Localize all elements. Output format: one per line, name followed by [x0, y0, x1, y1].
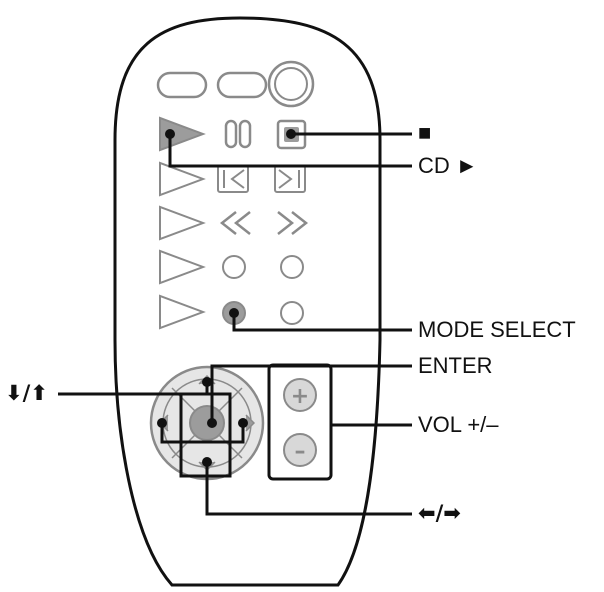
- label-stop: ■: [418, 120, 432, 145]
- play-button-2: [159, 161, 206, 197]
- label-down-up: ⬇/⬆: [5, 381, 48, 405]
- vol-minus-glyph: –: [295, 439, 306, 464]
- callout-mode-select: [232, 313, 412, 332]
- label-left-right: ⬅/➡: [418, 501, 461, 525]
- label-vol: VOL +/–: [418, 412, 499, 437]
- callout-left-right: [160, 423, 412, 516]
- power-button-inner: [274, 67, 308, 101]
- vol-plus-button: [283, 378, 317, 412]
- fast-forward-icon: [277, 211, 309, 235]
- dpad-right: [245, 414, 256, 432]
- label-cd-play: CD ►: [418, 153, 478, 178]
- pause-button-bar-1: [224, 119, 238, 149]
- round-button-3: [280, 301, 304, 325]
- play-button-4: [159, 249, 206, 285]
- round-button-2: [280, 255, 304, 279]
- vol-minus-button: [283, 433, 317, 467]
- power-button: [267, 60, 315, 108]
- round-button-1: [222, 255, 246, 279]
- top-oval-button-2: [216, 71, 268, 99]
- remote-body: [113, 16, 382, 587]
- vol-plus-glyph: +: [291, 384, 309, 409]
- play-button-3: [159, 205, 206, 241]
- rewind-icon: [219, 211, 251, 235]
- pause-button-bar-2: [238, 119, 252, 149]
- callout-enter: [210, 364, 412, 423]
- top-oval-button-1: [156, 71, 208, 99]
- label-mode-select: MODE SELECT: [418, 317, 576, 342]
- callout-lines: [58, 129, 412, 516]
- callout-cd-play: [168, 134, 412, 168]
- label-enter: ENTER: [418, 353, 493, 378]
- play-button-5: [159, 294, 206, 330]
